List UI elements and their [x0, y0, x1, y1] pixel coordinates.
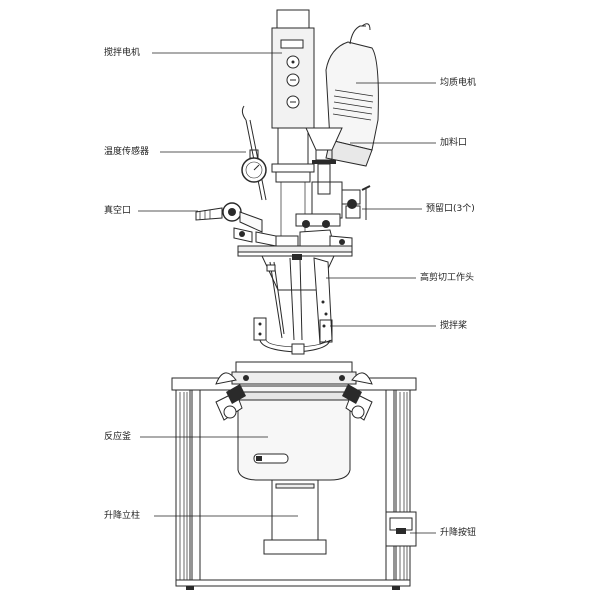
- reactor-vessel: [215, 361, 373, 481]
- label-homogenizer-motor: 均质电机: [440, 78, 477, 88]
- label-lifting-column: 升降立柱: [104, 511, 141, 521]
- vessel-window: [253, 453, 289, 464]
- vacuum-port: [195, 202, 263, 233]
- motor-display: [280, 39, 304, 49]
- lid-assembly: [233, 227, 353, 257]
- lift-button: [385, 511, 417, 547]
- label-vacuum-port: 真空口: [104, 206, 132, 216]
- label-stirring-paddle: 搅拌桨: [440, 321, 468, 331]
- temperature-sensor: [241, 105, 267, 201]
- homogenizer-motor: [325, 23, 379, 167]
- reserved-ports: [295, 181, 371, 228]
- top-plate: [237, 245, 353, 253]
- frame-base: [175, 579, 411, 587]
- label-reserved-ports: 预留口(3个): [426, 204, 475, 214]
- label-stirring-motor: 搅拌电机: [104, 48, 141, 58]
- label-reactor-vessel: 反应釜: [104, 432, 132, 442]
- label-high-shear-head: 高剪切工作头: [420, 273, 475, 283]
- label-feed-port: 加料口: [440, 138, 468, 148]
- label-lift-button: 升降按钮: [440, 528, 477, 538]
- leader-lines: [138, 52, 436, 534]
- stirring-paddle: [253, 257, 333, 355]
- lifting-column: [263, 479, 327, 555]
- stirring-motor: [271, 9, 315, 240]
- feed-port: [305, 127, 343, 195]
- label-temperature-sensor: 温度传感器: [104, 147, 150, 157]
